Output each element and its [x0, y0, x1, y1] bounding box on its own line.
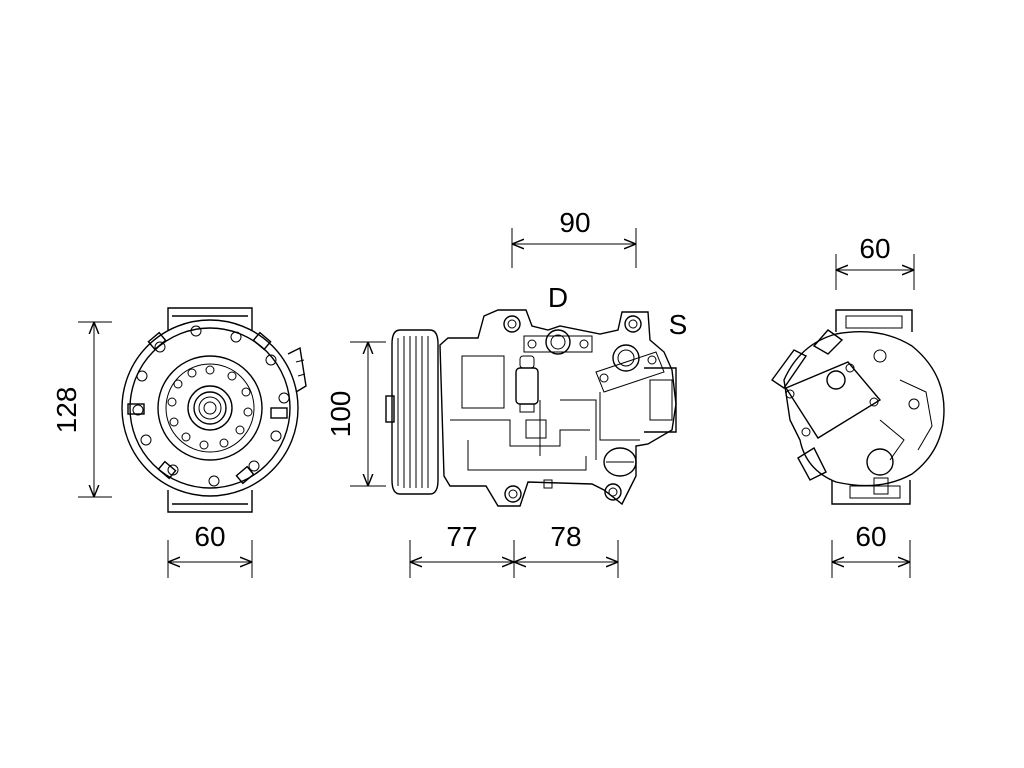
side-bottom-dimension [409, 540, 619, 578]
front-width-label: 60 [194, 521, 225, 552]
discharge-port-label: D [548, 282, 568, 313]
front-width-dimension [167, 540, 253, 578]
front-height-dimension [78, 321, 112, 498]
side-height-label: 100 [325, 391, 356, 438]
rear-bottom-width-label: 60 [855, 521, 886, 552]
side-height-dimension [350, 341, 386, 487]
suction-port-label: S [669, 309, 688, 340]
rear-top-width-label: 60 [859, 233, 890, 264]
side-bottom-left-label: 77 [446, 521, 477, 552]
rear-bottom-width-dimension [831, 540, 911, 578]
side-top-width-dimension [511, 228, 637, 268]
rear-top-width-dimension [835, 254, 915, 290]
side-bottom-right-label: 78 [550, 521, 581, 552]
side-view [385, 309, 677, 507]
front-view [121, 307, 307, 513]
side-top-width-label: 90 [559, 207, 590, 238]
front-height-label: 128 [51, 387, 82, 434]
rear-view [771, 309, 945, 505]
